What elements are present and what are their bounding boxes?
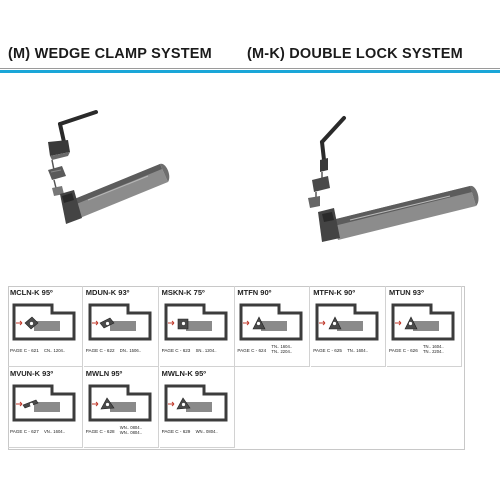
tool-model: MWLN 95º	[85, 369, 123, 378]
insert-code: WN.. 0804..	[195, 429, 218, 434]
hex-key-icon	[320, 116, 346, 162]
wedge-clamp-title: (M) WEDGE CLAMP SYSTEM	[8, 46, 212, 62]
tool-diagram-icon	[391, 303, 455, 341]
insert-code: TN.. 2204..	[271, 349, 293, 354]
insert-code: SN.. 1204..	[195, 348, 217, 353]
tool-model: MSKN-K 75º	[161, 288, 205, 297]
hex-key-icon	[58, 110, 98, 144]
tool-page-ref: PAGE C - 621	[10, 348, 39, 353]
tool-model: MTFN-K 90º	[313, 288, 356, 297]
tool-page-ref: PAGE C - 623	[161, 348, 191, 353]
tool-diagram-icon	[164, 303, 228, 341]
insert-code: TN.. 1604..	[423, 344, 444, 349]
tool-model: MTFN 90º	[237, 288, 272, 297]
tool-diagram-icon	[164, 384, 228, 422]
insert-code: DN.. 1506..	[119, 348, 141, 353]
tool-page-ref: PAGE C - 626	[389, 348, 418, 353]
insert-code: WN.. 0804..	[119, 425, 142, 430]
double-lock-title: (M-K) DOUBLE LOCK SYSTEM	[247, 46, 463, 62]
tool-model: MTUN 93º	[389, 288, 424, 297]
tool-diagram-icon	[12, 384, 76, 422]
header-divider	[0, 68, 500, 74]
tool-catalog-grid	[8, 286, 465, 450]
shim-icon	[52, 186, 64, 196]
insert-code: WN.. 0804..	[119, 430, 142, 435]
tool-page-ref: PAGE C - 628	[85, 429, 115, 434]
tool-page-ref: PAGE C - 622	[85, 348, 115, 353]
tool-diagram-icon	[239, 303, 303, 341]
tool-page-ref: PAGE C - 629	[161, 429, 191, 434]
wedge-clamp-illustration	[48, 110, 170, 224]
tool-model: MVUN-K 93º	[10, 369, 54, 378]
insert-code: VN.. 1604..	[44, 429, 65, 434]
insert-icon	[48, 166, 66, 180]
lock-pin-icon	[320, 158, 328, 172]
tool-model: MWLN-K 95º	[161, 369, 206, 378]
shim-icon	[308, 196, 320, 208]
tool-holder-icon	[60, 163, 170, 224]
tool-page-ref: PAGE C - 624	[237, 348, 267, 353]
double-lock-illustration	[308, 116, 479, 242]
insert-code: TN.. 1604..	[271, 344, 293, 349]
tool-diagram-icon	[88, 303, 152, 341]
insert-icon	[312, 176, 330, 192]
tool-diagram-icon	[88, 384, 152, 422]
tool-diagram-icon	[315, 303, 379, 341]
tool-holder-icon	[318, 185, 479, 242]
tool-page-ref: PAGE C - 627	[10, 429, 39, 434]
tool-model: MCLN-K 95º	[10, 288, 53, 297]
tool-page-ref: PAGE C - 625	[313, 348, 342, 353]
insert-code: CN.. 1204..	[44, 348, 66, 353]
tool-diagram-icon	[12, 303, 76, 341]
insert-code: TN.. 1604..	[347, 348, 368, 353]
tool-model: MDUN-K 93º	[85, 288, 130, 297]
wedge-clamp-icon	[48, 140, 70, 160]
insert-code: TN.. 2204..	[423, 349, 444, 354]
